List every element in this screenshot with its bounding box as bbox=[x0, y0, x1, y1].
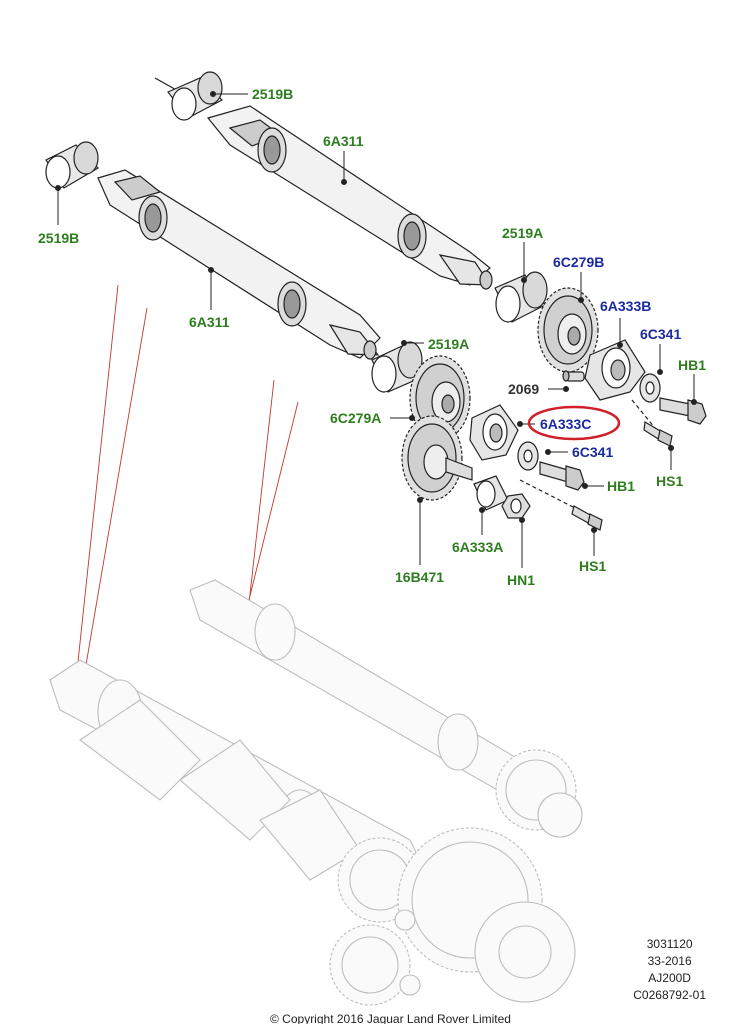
needle-bearing-upper-1 bbox=[257, 127, 287, 173]
label-6c279a: 6C279A bbox=[330, 410, 381, 426]
label-hs1-upper: HS1 bbox=[656, 473, 683, 489]
label-6c341-upper: 6C341 bbox=[640, 326, 681, 342]
label-6a333a: 6A333A bbox=[452, 539, 503, 555]
copyright-notice: © Copyright 2016 Jaguar Land Rover Limit… bbox=[270, 1012, 511, 1024]
label-hb1-lower: HB1 bbox=[607, 478, 635, 494]
bearing-2519b-lower-shape bbox=[45, 141, 99, 189]
label-6a333b: 6A333B bbox=[600, 298, 651, 314]
label-2519b-lower: 2519B bbox=[38, 230, 79, 246]
diagram-reference-codes: 3031120 33-2016 AJ200D C0268792-01 bbox=[633, 936, 706, 1004]
gear-6c279b-shape bbox=[537, 287, 599, 373]
spacer-6a333a-shape bbox=[473, 475, 509, 511]
upper-balance-shaft-assembly bbox=[154, 71, 493, 290]
label-hn1: HN1 bbox=[507, 572, 535, 588]
reference-code-3: AJ200D bbox=[648, 971, 691, 985]
pin-2069-shape bbox=[562, 370, 585, 382]
label-2519b-upper: 2519B bbox=[252, 86, 293, 102]
needle-bearing-lower-2 bbox=[277, 281, 307, 327]
bearing-2519a-lower-shape bbox=[371, 341, 423, 393]
washer-6c341-upper-shape bbox=[639, 373, 661, 403]
label-hb1-upper: HB1 bbox=[678, 357, 706, 373]
bolt-hb1-lower-shape bbox=[539, 461, 585, 491]
needle-bearing-lower-1 bbox=[138, 195, 168, 241]
red-leader-lines bbox=[74, 284, 299, 701]
label-16b471: 16B471 bbox=[395, 569, 444, 585]
lower-balance-shaft-assembly bbox=[45, 141, 381, 360]
label-2519a-upper: 2519A bbox=[502, 225, 543, 241]
label-hs1-lower: HS1 bbox=[579, 558, 606, 574]
highlight-ellipse-6a333c bbox=[527, 405, 621, 441]
reference-code-4: C0268792-01 bbox=[633, 988, 706, 1002]
bearing-2519a-upper-shape bbox=[494, 271, 548, 323]
label-6a311-lower: 6A311 bbox=[189, 314, 230, 330]
nut-hn1-shape bbox=[501, 493, 531, 519]
housing-6a333c-shape bbox=[469, 404, 519, 461]
label-6c279b: 6C279B bbox=[553, 254, 604, 270]
screw-hs1-lower-shape bbox=[519, 479, 603, 531]
screw-hs1-upper-shape bbox=[631, 399, 673, 447]
housing-6a333b-shape bbox=[584, 339, 646, 401]
idler-gear-16b471-shape bbox=[401, 415, 473, 501]
bolt-hb1-upper-shape bbox=[659, 397, 707, 425]
callout-leader-lines bbox=[55, 91, 697, 568]
ghosted-engine-assembly bbox=[49, 579, 583, 1006]
bearing-2519b-upper-shape bbox=[167, 71, 223, 121]
label-2069: 2069 bbox=[508, 381, 539, 397]
reference-code-2: 33-2016 bbox=[647, 954, 692, 968]
label-2519a-lower: 2519A bbox=[428, 336, 469, 352]
needle-bearing-upper-2 bbox=[397, 213, 427, 259]
label-6a311-upper: 6A311 bbox=[323, 133, 364, 149]
label-6c341-lower: 6C341 bbox=[572, 444, 613, 460]
label-6a333c: 6A333C bbox=[540, 416, 591, 432]
reference-code-1: 3031120 bbox=[646, 937, 693, 951]
washer-6c341-lower-shape bbox=[517, 441, 539, 471]
